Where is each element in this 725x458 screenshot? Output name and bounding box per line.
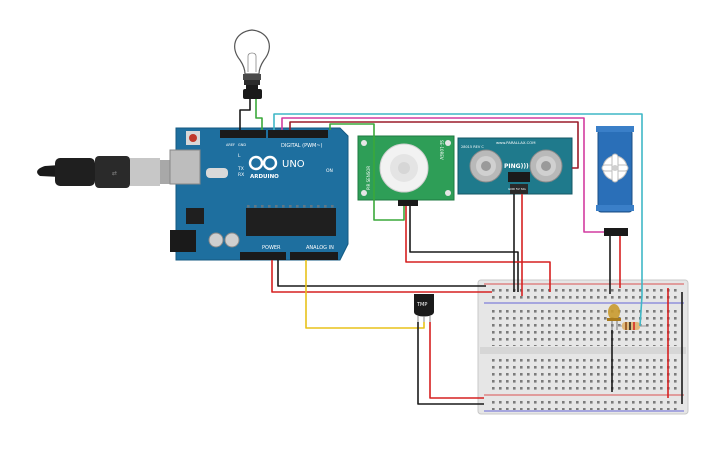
pir-label-right: SE-10REV <box>439 140 444 160</box>
arduino-model-text: UNO <box>282 159 305 170</box>
wire-darkred <box>289 121 579 169</box>
l-led-label: L <box>238 153 241 159</box>
arduino-brand-text: ARDUINO <box>250 174 279 180</box>
wire-pir-red <box>405 206 551 292</box>
arduino-uno-board: ARDUINO UNO DIGITAL (PWM~) POWER ANALOG … <box>169 127 349 261</box>
usb-cable: ⇄ <box>37 156 182 188</box>
gnd-label: GND <box>238 143 246 147</box>
svg-text:⇄: ⇄ <box>112 170 117 177</box>
tx-label: TX <box>237 166 244 172</box>
wire-temp-black <box>417 322 484 405</box>
analog-header-label: ANALOG IN <box>306 245 334 251</box>
wire-pir-black <box>409 206 519 292</box>
wires <box>239 99 683 405</box>
wire-pir-green <box>329 123 405 221</box>
power-header-label: POWER <box>262 245 281 251</box>
arduino-logo <box>248 155 278 171</box>
light-bulb <box>234 29 270 99</box>
wire-gnd-black <box>277 260 486 287</box>
ping-top-text: www.PARALLAX.COM <box>496 140 536 145</box>
ping-ultrasonic-sensor: www.PARALLAX.COM 28015 REV C PING))) GND… <box>457 137 573 195</box>
pir-motion-sensor: PIR SENSOR SE-10REV <box>357 135 455 206</box>
digital-header-label: DIGITAL (PWM~) <box>281 143 323 149</box>
breadboard <box>477 279 689 415</box>
temp-sensor-label: TMP <box>416 302 427 308</box>
wire-bulb-black <box>239 99 251 130</box>
wire-bulb-green <box>255 99 263 130</box>
led <box>607 304 621 330</box>
resistor <box>618 322 646 330</box>
wire-analog-yellow <box>305 260 425 329</box>
on-led-label: ON <box>326 168 333 174</box>
servo-motor <box>596 126 634 236</box>
rx-label: RX <box>238 172 244 178</box>
ping-pins-text: GND 5V SIG <box>508 187 527 191</box>
ping-name-text: PING))) <box>504 163 529 170</box>
ping-left-text: 28015 REV C <box>461 145 484 149</box>
wire-teal <box>273 113 643 327</box>
temperature-sensor: TMP <box>414 294 434 322</box>
wire-temp-red <box>429 322 484 399</box>
wire-pink <box>281 117 604 233</box>
aref-label: AREF <box>226 143 235 147</box>
wire-5v-red <box>271 260 492 293</box>
pir-label-left: PIR SENSOR <box>366 166 371 190</box>
